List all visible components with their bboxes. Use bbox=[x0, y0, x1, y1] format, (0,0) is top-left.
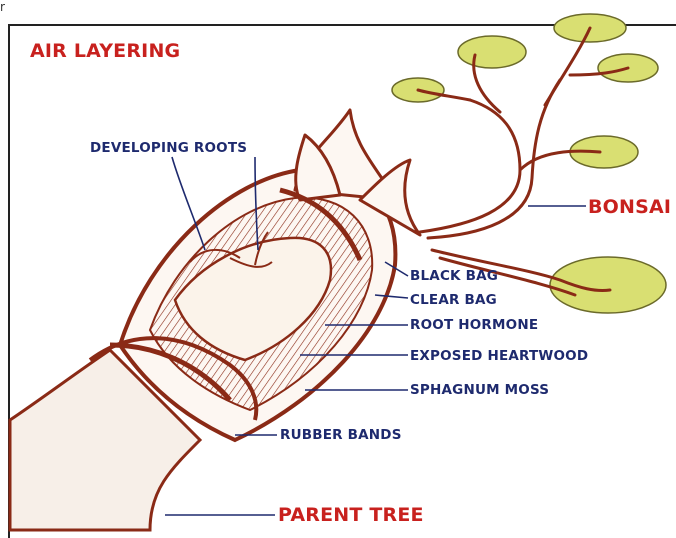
label-developing-roots: DEVELOPING ROOTS bbox=[90, 140, 247, 156]
label-root-hormone: ROOT HORMONE bbox=[410, 317, 538, 333]
label-exposed-heartwood: EXPOSED HEARTWOOD bbox=[410, 348, 588, 364]
label-clear-bag: CLEAR BAG bbox=[410, 292, 497, 308]
foliage-pad bbox=[550, 257, 666, 313]
label-sphagnum-moss: SPHAGNUM MOSS bbox=[410, 382, 549, 398]
label-parent-tree: PARENT TREE bbox=[278, 504, 424, 526]
label-black-bag: BLACK BAG bbox=[410, 268, 498, 284]
label-rubber-bands: RUBBER BANDS bbox=[280, 427, 402, 443]
foliage-pad bbox=[458, 36, 526, 68]
diagram-title: AIR LAYERING bbox=[30, 40, 180, 62]
label-bonsai: BONSAI bbox=[588, 196, 671, 218]
